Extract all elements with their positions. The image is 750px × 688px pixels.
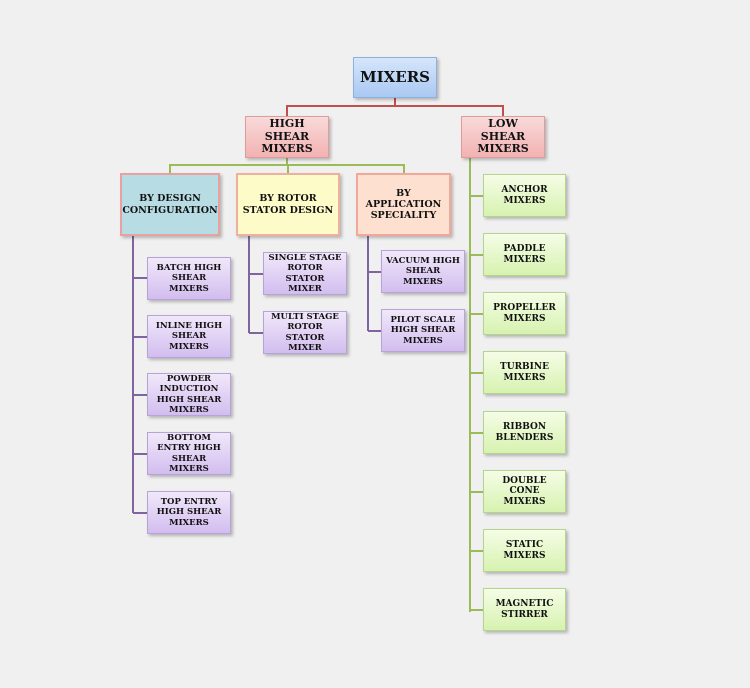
high-shear-node: HIGH SHEAR MIXERS: [245, 116, 329, 158]
leaf-powder-induction: POWDER INDUCTION HIGH SHEAR MIXERS: [147, 373, 231, 416]
leaf-bottom-entry: BOTTOM ENTRY HIGH SHEAR MIXERS: [147, 432, 231, 475]
leaf-inline-high-shear: INLINE HIGH SHEAR MIXERS: [147, 315, 231, 358]
connector-application: [367, 236, 381, 332]
leaf-turbine-mixers: TURBINE MIXERS: [483, 351, 566, 394]
connector-design: [132, 236, 147, 514]
rotor-stator-design-node: BY ROTOR STATOR DESIGN: [236, 173, 340, 236]
root-node: MIXERS: [353, 57, 437, 98]
leaf-vacuum-high-shear: VACUUM HIGH SHEAR MIXERS: [381, 250, 465, 293]
connector-high-shear: [169, 158, 405, 173]
leaf-ribbon-blenders: RIBBON BLENDERS: [483, 411, 566, 454]
connector-low-shear: [469, 158, 483, 612]
leaf-paddle-mixers: PADDLE MIXERS: [483, 233, 566, 276]
design-configuration-node: BY DESIGN CONFIGURATION: [120, 173, 220, 236]
leaf-magnetic-stirrer: MAGNETIC STIRRER: [483, 588, 566, 631]
low-shear-node: LOW SHEAR MIXERS: [461, 116, 545, 158]
leaf-multi-stage: MULTI STAGE ROTOR STATOR MIXER: [263, 311, 347, 354]
leaf-top-entry: TOP ENTRY HIGH SHEAR MIXERS: [147, 491, 231, 534]
leaf-anchor-mixers: ANCHOR MIXERS: [483, 174, 566, 217]
connector-rotor: [248, 236, 263, 334]
application-speciality-node: BY APPLICATION SPECIALITY: [356, 173, 451, 236]
connector-root: [286, 98, 504, 116]
leaf-single-stage: SINGLE STAGE ROTOR STATOR MIXER: [263, 252, 347, 295]
leaf-pilot-scale: PILOT SCALE HIGH SHEAR MIXERS: [381, 309, 465, 352]
leaf-propeller-mixers: PROPELLER MIXERS: [483, 292, 566, 335]
leaf-double-cone-mixers: DOUBLE CONE MIXERS: [483, 470, 566, 513]
leaf-static-mixers: STATIC MIXERS: [483, 529, 566, 572]
leaf-batch-high-shear: BATCH HIGH SHEAR MIXERS: [147, 257, 231, 300]
